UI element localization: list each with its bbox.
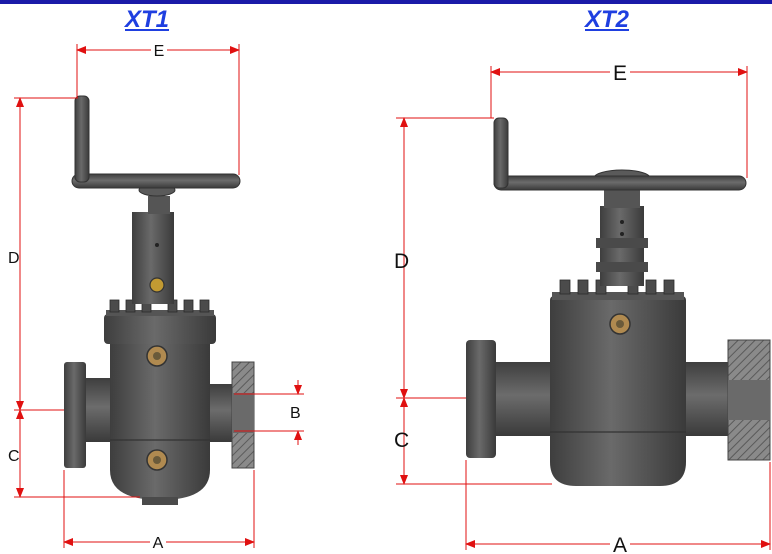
xt1-bore	[232, 393, 254, 433]
xt1-left-pipe	[86, 378, 110, 442]
xt1-body	[110, 336, 210, 500]
xt1-dim-e-label: E	[154, 43, 165, 60]
xt2-left-pipe	[496, 362, 550, 436]
valve-xt1	[64, 95, 255, 505]
xt2-dim-d-label: D	[394, 250, 409, 273]
xt1-dim-c-label: C	[8, 448, 20, 465]
top-border-bar	[0, 0, 772, 4]
xt1-dim-b-label: B	[290, 405, 301, 422]
xt1-bonnet	[104, 314, 216, 344]
xt2-handle	[493, 117, 509, 189]
xt1-right-pipe	[210, 384, 234, 442]
xt1-handle	[74, 95, 90, 183]
xt2-body	[550, 336, 686, 486]
xt2-dim-e-label: E	[613, 62, 627, 85]
title-xt2: XT2	[585, 6, 630, 33]
xt1-handwheel	[71, 173, 241, 189]
xt1-dim-a-label: A	[153, 535, 164, 552]
xt1-left-flange	[64, 362, 86, 468]
xt1-dimension-lines	[14, 44, 304, 548]
xt1-dim-d-label: D	[8, 250, 20, 267]
xt2-handwheel	[493, 175, 747, 191]
xt2-bore	[728, 380, 770, 420]
xt2-dim-c-label: C	[394, 429, 409, 452]
xt2-right-pipe	[686, 362, 730, 436]
xt2-dim-a-label: A	[613, 534, 627, 554]
title-xt1: XT1	[125, 6, 170, 33]
xt2-left-flange	[466, 340, 496, 458]
valve-xt2	[466, 117, 771, 486]
